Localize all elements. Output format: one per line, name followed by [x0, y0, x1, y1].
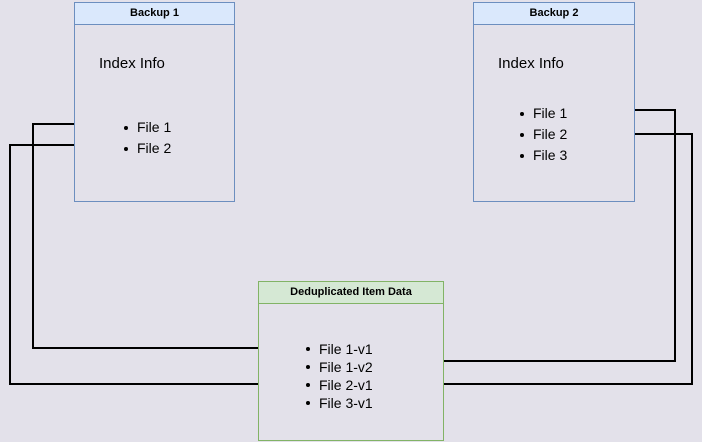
backup-1-body: Index Info File 1 File 2 — [75, 25, 234, 201]
backup-2-title: Backup 2 — [474, 3, 634, 25]
backup-1-index-label: Index Info — [99, 55, 165, 72]
list-item[interactable]: File 2 — [123, 138, 171, 159]
deduplicated-item-data-box[interactable]: Deduplicated Item Data File 1-v1 File 1-… — [258, 281, 444, 441]
list-item[interactable]: File 2 — [519, 124, 567, 145]
dedup-body: File 1-v1 File 1-v2 File 2-v1 File 3-v1 — [259, 304, 443, 440]
backup-1-box[interactable]: Backup 1 Index Info File 1 File 2 — [74, 2, 235, 202]
backup-2-file-list: File 1 File 2 File 3 — [519, 103, 567, 166]
dedup-title: Deduplicated Item Data — [259, 282, 443, 304]
backup-2-index-label: Index Info — [498, 55, 564, 72]
list-item[interactable]: File 2-v1 — [305, 376, 373, 394]
list-item[interactable]: File 3-v1 — [305, 394, 373, 412]
list-item[interactable]: File 1-v1 — [305, 340, 373, 358]
list-item[interactable]: File 3 — [519, 145, 567, 166]
backup-1-title: Backup 1 — [75, 3, 234, 25]
list-item[interactable]: File 1-v2 — [305, 358, 373, 376]
backup-2-box[interactable]: Backup 2 Index Info File 1 File 2 File 3 — [473, 2, 635, 202]
list-item[interactable]: File 1 — [123, 117, 171, 138]
backup-2-body: Index Info File 1 File 2 File 3 — [474, 25, 634, 201]
list-item[interactable]: File 1 — [519, 103, 567, 124]
backup-1-file-list: File 1 File 2 — [123, 117, 171, 159]
dedup-file-list: File 1-v1 File 1-v2 File 2-v1 File 3-v1 — [305, 340, 373, 412]
